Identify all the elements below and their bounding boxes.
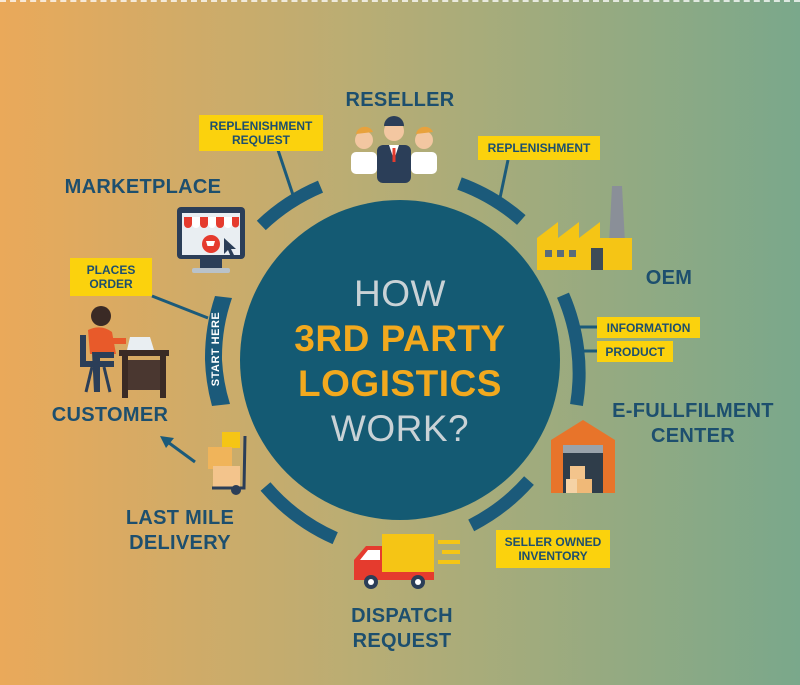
hub-circle	[240, 200, 560, 520]
node-dispatch-label: DISPATCH REQUEST	[342, 604, 462, 654]
node-reseller-label: RESELLER	[345, 89, 455, 111]
node-last-mile-label: LAST MILE DELIVERY	[118, 506, 242, 556]
node-customer-label: CUSTOMER	[51, 404, 169, 426]
tag-replenishment-request: REPLENISHMENT REQUEST	[199, 115, 323, 151]
hub-title-3rd-party: 3RD PARTY	[294, 318, 506, 359]
tag-information: INFORMATION	[597, 317, 700, 338]
dispatch-line2: REQUEST	[352, 630, 452, 652]
efulfilment-line1: E-FULLFILMENT	[612, 400, 774, 422]
ring-segment-dispatch	[468, 476, 534, 532]
node-efulfilment-label: E-FULLFILMENT CENTER	[608, 399, 778, 449]
truck-icon	[354, 534, 460, 589]
hand-truck-icon	[208, 432, 247, 495]
reseller-people-icon	[351, 116, 437, 183]
connector-lines	[151, 149, 598, 548]
node-oem-label: OEM	[645, 267, 693, 289]
arrow-icon	[160, 436, 196, 464]
efulfilment-line2: CENTER	[650, 425, 736, 447]
monitor-shop-icon	[177, 207, 245, 273]
tag-seller-owned-line2: INVENTORY	[518, 549, 588, 563]
tag-seller-owned-line1: SELLER OWNED	[504, 535, 602, 549]
hub-title-work: WORK?	[330, 408, 470, 449]
last-mile-line2: DELIVERY	[129, 532, 231, 554]
customer-desk-icon	[80, 306, 169, 398]
tag-replenishment-request-line1: REPLENISHMENT	[209, 119, 313, 133]
factory-icon	[537, 186, 632, 270]
last-mile-line1: LAST MILE	[125, 507, 235, 529]
ring-segment-reseller-oem	[457, 177, 526, 225]
tag-seller-owned-inventory: SELLER OWNED INVENTORY	[496, 530, 610, 568]
dispatch-line1: DISPATCH	[351, 605, 453, 627]
tag-replenishment: REPLENISHMENT	[478, 136, 600, 160]
hub-title-how: HOW	[354, 273, 446, 314]
tag-places-order: PLACES ORDER	[70, 258, 152, 296]
top-dashed-border	[0, 0, 800, 2]
start-here-segment	[204, 296, 232, 406]
node-marketplace-label: MARKETPLACE	[64, 176, 222, 198]
ring-segment-last-mile	[260, 482, 338, 545]
tag-places-order-line2: ORDER	[89, 277, 133, 291]
tag-replenishment-request-line2: REQUEST	[231, 133, 290, 147]
ring-segment-oem-efulfilment	[557, 292, 586, 407]
hub-title-logistics: LOGISTICS	[298, 363, 502, 404]
tag-product: PRODUCT	[597, 341, 673, 362]
ring-segment-marketplace	[256, 180, 324, 231]
tag-places-order-line1: PLACES	[86, 263, 136, 277]
warehouse-icon	[551, 420, 615, 493]
outer-ring	[256, 177, 586, 545]
